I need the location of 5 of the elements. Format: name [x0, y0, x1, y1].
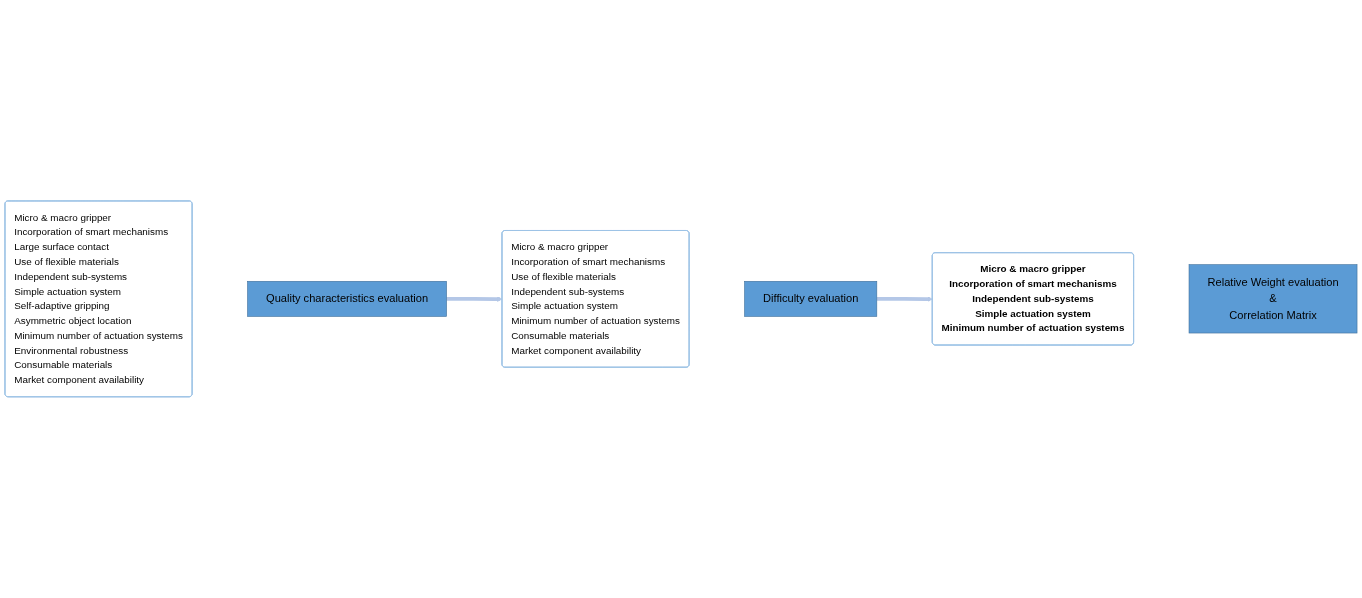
node-box: Quality characteristics evaluation [247, 281, 447, 317]
node-box: Relative Weight evaluation & Correlation Matrix [1188, 264, 1358, 334]
arrow [446, 296, 503, 302]
arrow [876, 296, 933, 302]
node-box: Difficulty evaluation [744, 281, 878, 317]
